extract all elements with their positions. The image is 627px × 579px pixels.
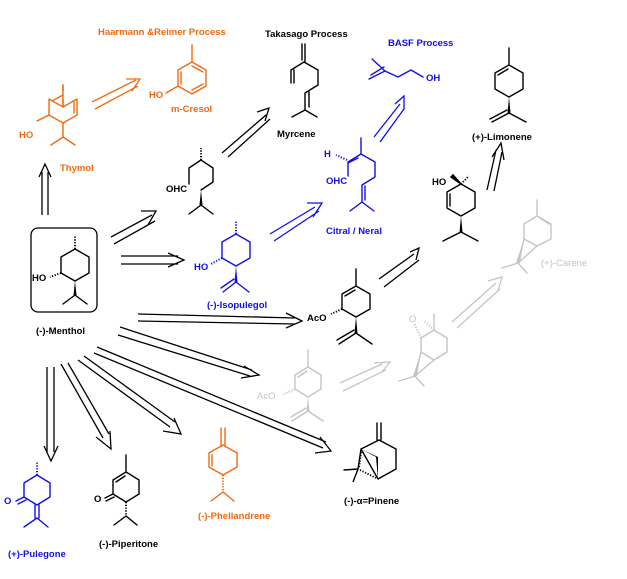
arrow-menthol-to-pulegone [43,367,59,463]
pinene-structure [343,422,397,483]
arrow-menthol-to-pinene [93,346,333,454]
takasago-process-label: Takasago Process [265,29,348,40]
terpineol-ho-label: HO [432,177,446,188]
carene-label: (+)-Carene [541,258,587,269]
menthol-structure: HO [30,227,98,313]
menthol-label: (-)-Menthol [36,326,85,337]
citral-structure: H OHC [324,137,376,212]
menthol-box [30,227,98,313]
carene-oxide-o-label: O [409,314,416,325]
limonene-label: (+)-Limonene [472,132,532,143]
piperitone-o-label: O [94,494,101,505]
isoprenol-oh-label: OH [426,73,440,84]
basf-process-label: BASF Process [388,38,453,49]
arrow-menthol-to-acetate [137,312,304,329]
myrcene-structure [290,43,319,118]
pulegone-label: (+)-Pulegone [8,549,66,560]
piperitone-label: (-)-Piperitone [99,539,158,550]
acetate-aco-label: AcO [307,313,327,324]
arrow-citronellal-to-myrcene [221,106,271,158]
isopulegol-structure: HO [194,221,251,293]
pulegone-o-label: O [4,496,11,507]
haarmann-reimer-process-label: Haarmann &Reimer Process [98,27,226,38]
pinene-label: (-)-α=Pinene [344,496,399,507]
arrow-menthol-to-piperitone [60,362,112,451]
thymol-ho-label: HO [19,130,33,141]
arrow-citral-to-basf [373,94,405,143]
terpineol-structure: HO [432,173,479,242]
arrow-gray-acetate-to-carene-oxide [339,361,392,392]
phellandrene-structure [208,427,238,502]
arrow-acetate-to-terpineol [378,246,420,288]
isoprenol-structure: OH [368,58,440,84]
pulegone-structure: O [4,462,51,528]
citronellal-ohc-label: OHC [166,184,187,195]
carene-oxide-structure: O [398,313,448,387]
citral-ohc-label: OHC [326,176,347,187]
thymol-structure: HO [19,84,78,146]
myrcene-label: Myrcene [277,129,316,140]
citral-h-label: H [324,149,331,160]
citronellal-structure: OHC [166,148,214,215]
citral-label: Citral / Neral [326,226,382,237]
arrow-menthol-to-thymol [38,162,52,215]
m-cresol-ho-label: HO [149,90,163,101]
arrow-menthol-to-citronellal [110,210,158,245]
m-cresol-structure: HO [149,44,207,101]
gray-acetate-aco-label: AcO [257,391,275,402]
isopulegyl-acetate-structure: AcO [307,268,373,345]
carene-structure [501,199,552,274]
isopulegol-label: (-)-Isopulegol [207,300,267,311]
arrow-terpineol-to-limonene [486,141,505,192]
arrow-menthol-to-isopulegol [121,252,186,268]
limonene-structure [489,47,527,123]
thymol-label: Thymol [60,163,94,174]
m-cresol-label: m-Cresol [171,104,212,115]
arrow-menthol-to-phellandrene [77,355,183,435]
arrow-thymol-to-m-cresol [91,78,142,110]
arrow-carene-oxide-to-carene [451,276,503,329]
piperitone-structure: O [94,454,140,526]
menthol-ho-label: HO [32,273,46,284]
arrow-isopulegol-to-citral [269,202,324,242]
isopulegol-ho-label: HO [194,262,208,273]
arrow-menthol-to-gray-acetate [117,326,261,379]
gray-acetate-structure: AcO [257,349,324,422]
phellandrene-label: (-)-Phellandrene [198,511,270,522]
